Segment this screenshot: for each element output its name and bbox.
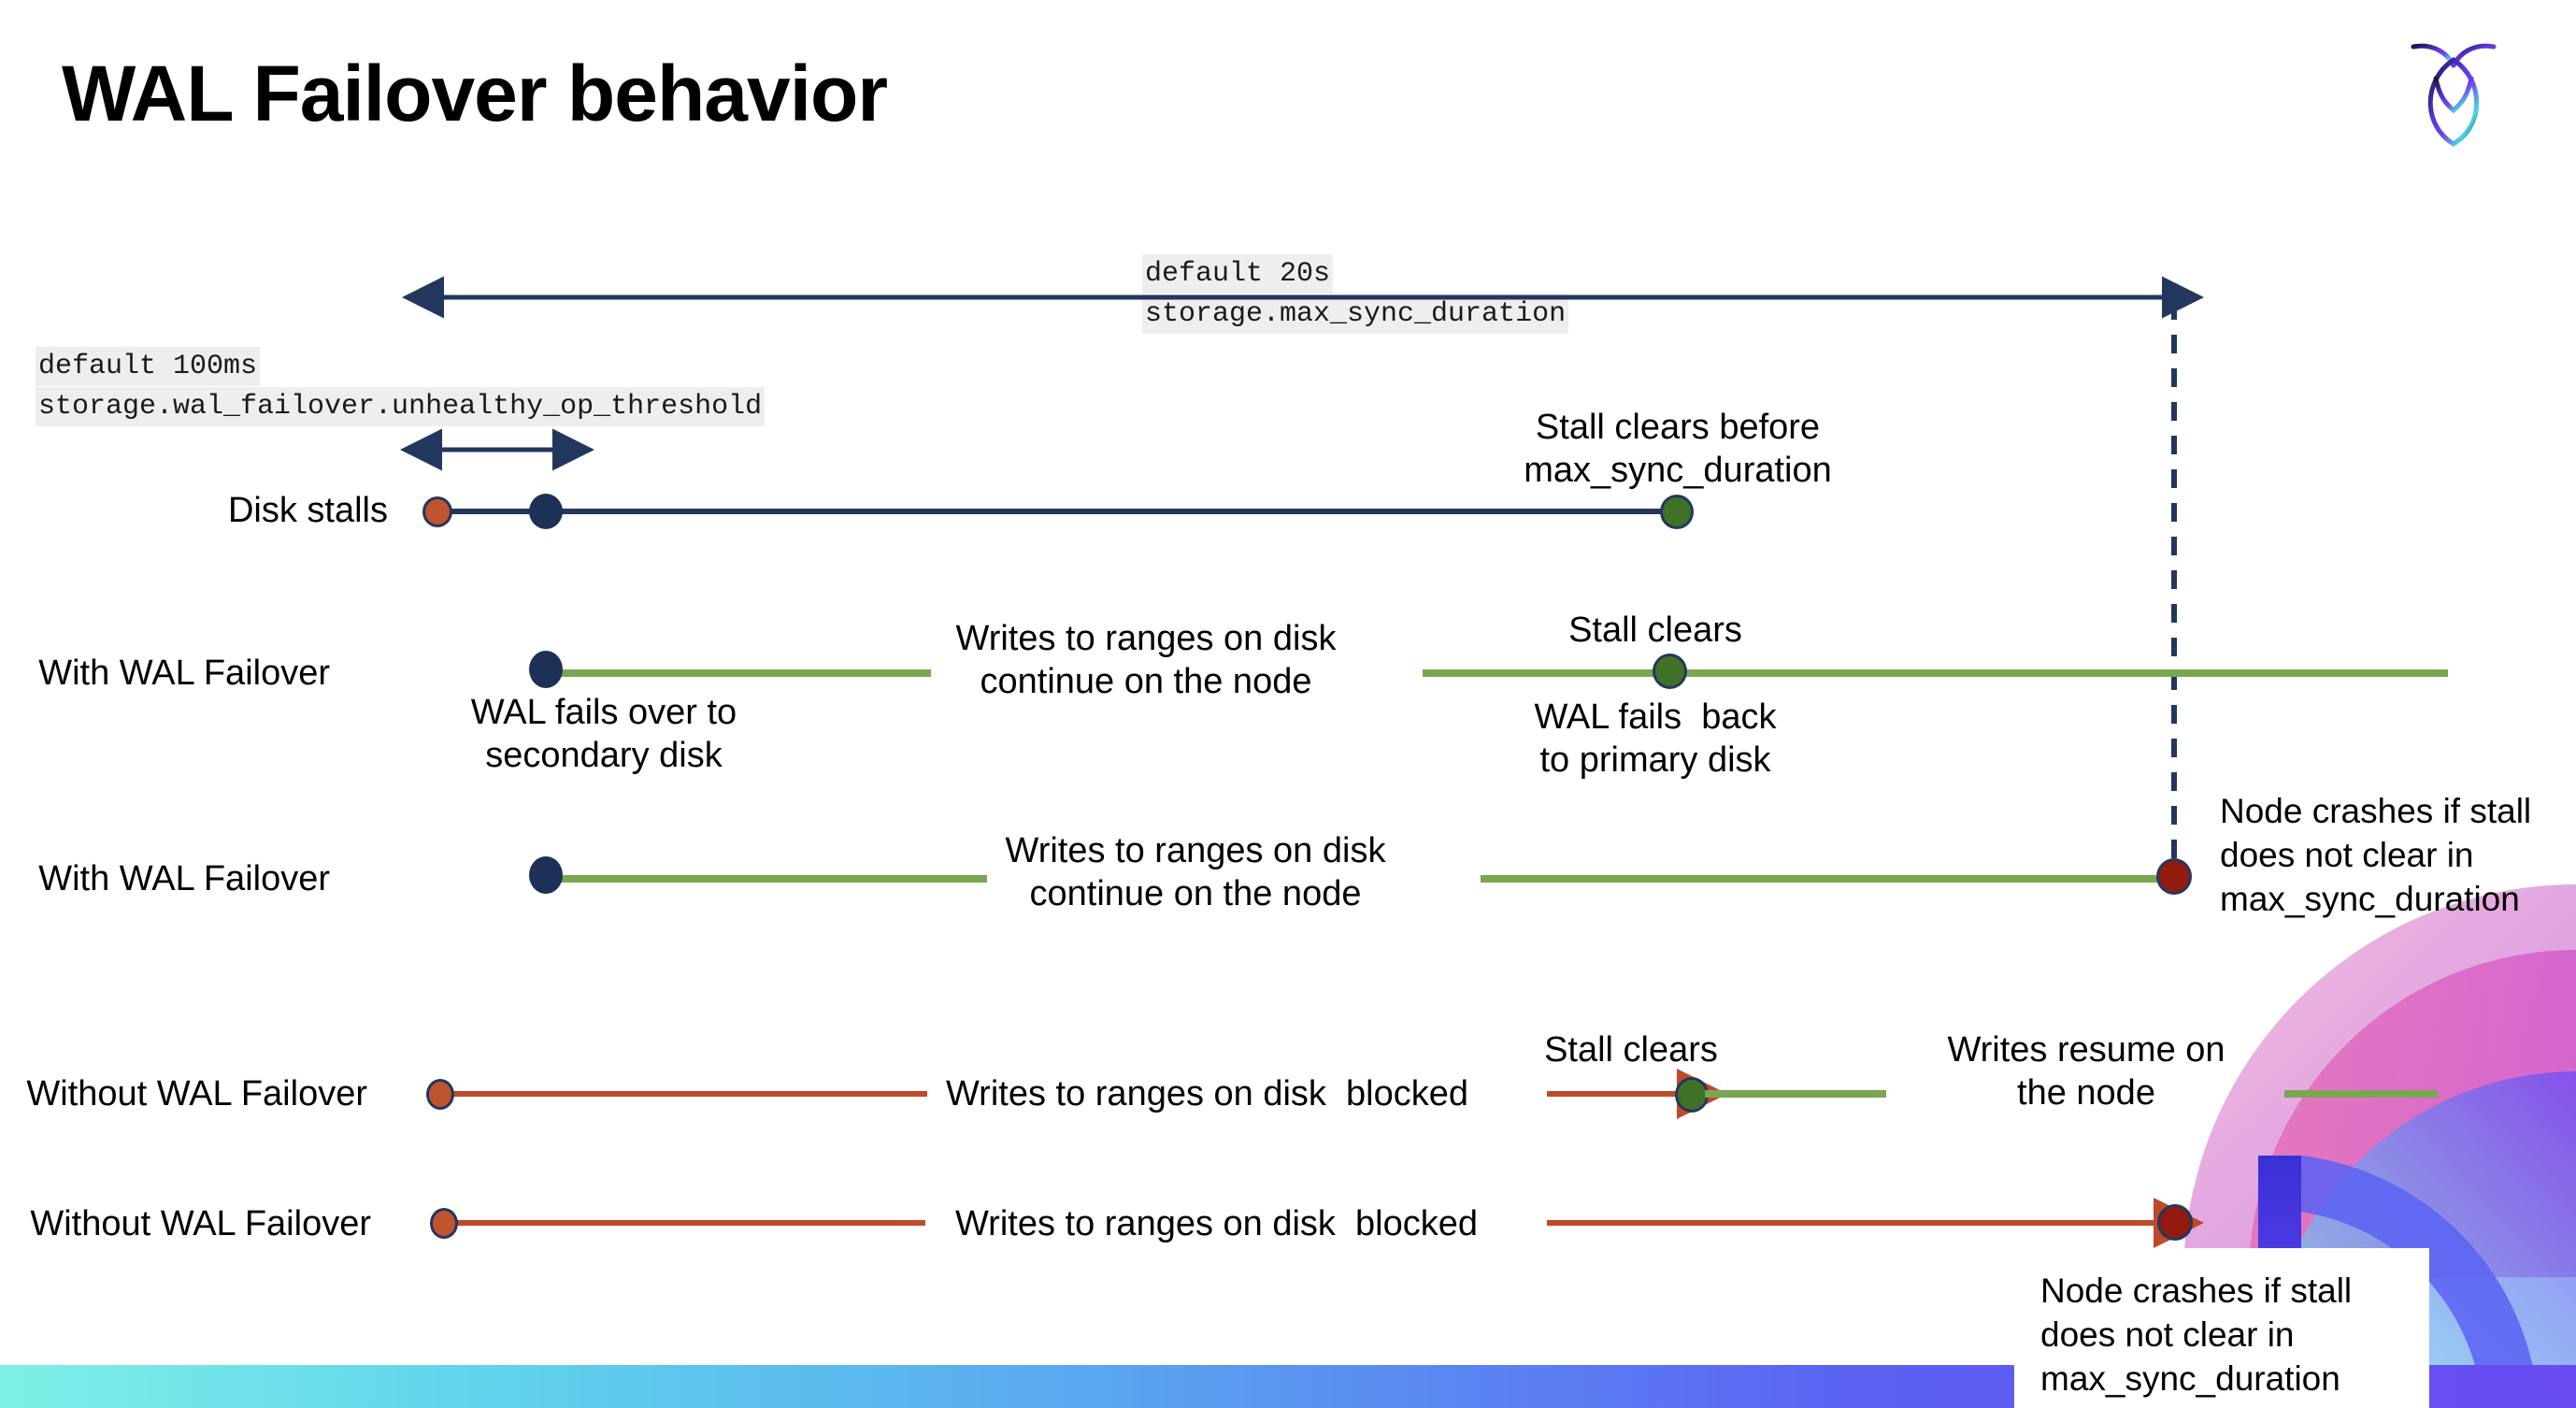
note-node-crashes-1: Node crashes if stall does not clear in … bbox=[2220, 792, 2532, 918]
without-failover-stall-clear-dot bbox=[1675, 1077, 1709, 1113]
with-failover-crash-green-segment-b bbox=[1481, 875, 2172, 883]
page-title: WAL Failover behavior bbox=[62, 50, 888, 137]
unhealthy-op-default-label: default 100ms bbox=[36, 347, 261, 386]
with-failover-crash-start-dot bbox=[529, 856, 563, 894]
note-stall-clears-2: Stall clears bbox=[1544, 1030, 1718, 1070]
unhealthy-op-setting-label: storage.wal_failover.unhealthy_op_thresh… bbox=[36, 387, 766, 426]
without-failover-red-segment bbox=[449, 1091, 927, 1097]
without-failover-green-segment-a bbox=[1705, 1090, 1886, 1098]
row-label-without-wal-failover-crash: Without WAL Failover bbox=[30, 1204, 371, 1243]
row-label-disk-stalls: Disk stalls bbox=[227, 491, 388, 530]
without-failover-crash-start-dot bbox=[430, 1208, 458, 1239]
with-failover-stall-clear-dot bbox=[1653, 654, 1687, 689]
node-crash-dot-1 bbox=[2156, 858, 2192, 895]
note-node-crashes-2: Node crashes if stall does not clear in … bbox=[2014, 1248, 2429, 1408]
cockroachdb-logo-icon bbox=[2411, 43, 2497, 147]
note-writes-continue-2: Writes to ranges on disk continue on the… bbox=[1005, 831, 1386, 913]
row-label-with-wal-failover-clears: With WAL Failover bbox=[38, 654, 330, 693]
note-wal-fails-over: WAL fails over to secondary disk bbox=[470, 693, 737, 775]
node-crash-dot-2 bbox=[2157, 1204, 2193, 1241]
note-stall-clears-1: Stall clears bbox=[1568, 611, 1742, 650]
note-writes-blocked-2: Writes to ranges on disk blocked bbox=[955, 1204, 1479, 1243]
note-writes-resume: Writes resume on the node bbox=[1947, 1030, 2225, 1113]
note-writes-continue-1: Writes to ranges on disk continue on the… bbox=[955, 619, 1337, 701]
disk-stall-start-dot bbox=[422, 496, 452, 527]
with-failover-green-segment-a bbox=[550, 669, 931, 677]
with-failover-green-segment-b bbox=[1423, 669, 2448, 677]
with-failover-crash-green-segment-a bbox=[550, 875, 987, 883]
disk-stalls-timeline bbox=[436, 509, 1679, 514]
note-writes-blocked-1: Writes to ranges on disk blocked bbox=[946, 1074, 1469, 1113]
note-stall-clears-before-max-sync: Stall clears before max_sync_duration bbox=[1524, 408, 1832, 490]
without-failover-green-segment-b bbox=[2284, 1090, 2438, 1098]
without-failover-start-dot bbox=[426, 1079, 454, 1110]
row-label-with-wal-failover-crash: With WAL Failover bbox=[38, 859, 330, 898]
wal-failover-trigger-dot bbox=[529, 494, 563, 529]
without-failover-crash-red-segment bbox=[452, 1220, 925, 1226]
with-failover-start-dot bbox=[529, 651, 563, 688]
disk-stall-clear-dot bbox=[1660, 495, 1694, 529]
row-label-without-wal-failover-clears: Without WAL Failover bbox=[26, 1074, 367, 1113]
note-wal-fails-back: WAL fails back to primary disk bbox=[1534, 697, 1777, 780]
